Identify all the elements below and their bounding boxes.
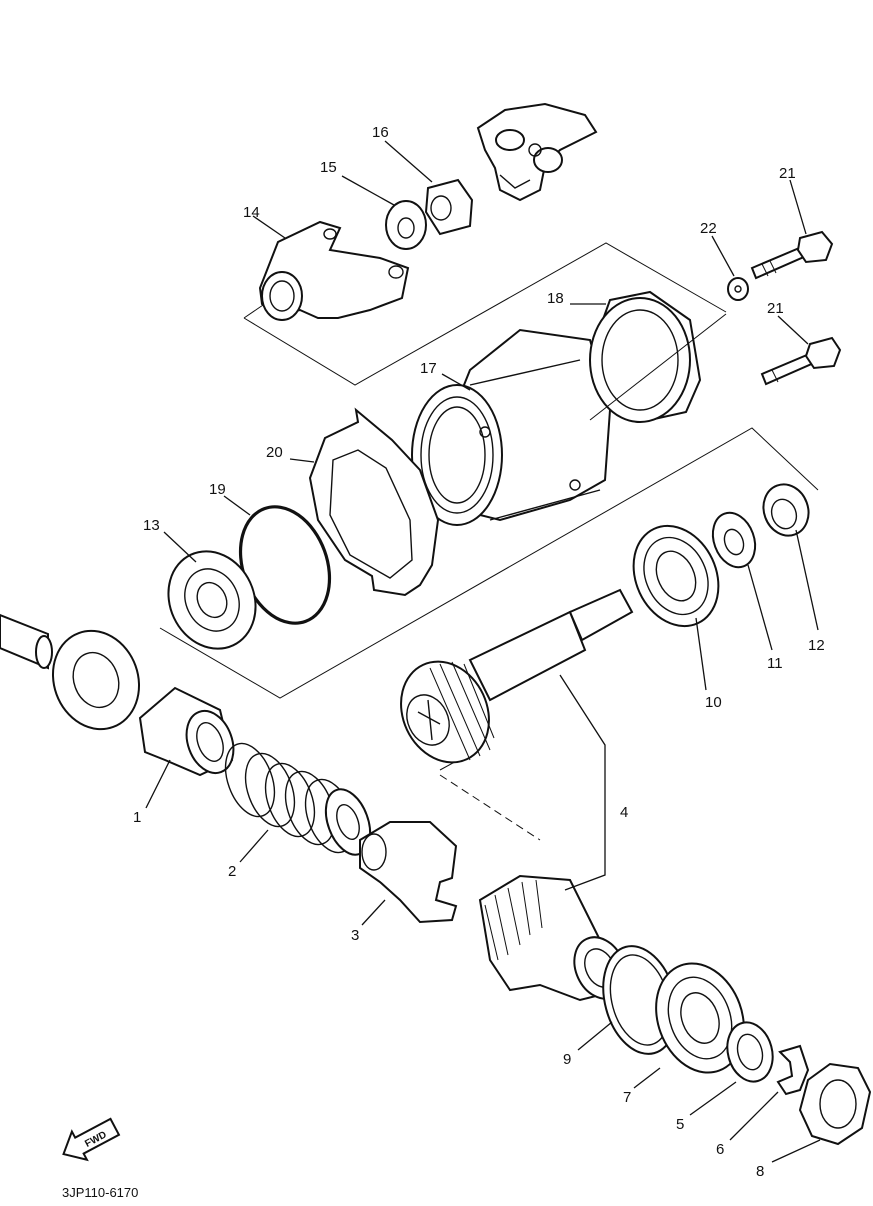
- callout-12: 12: [808, 637, 825, 654]
- part-7-bearing: [655, 962, 745, 1074]
- callout-14: 14: [243, 204, 260, 221]
- part-1-collar: [138, 686, 235, 777]
- callout-22: 22: [700, 220, 717, 237]
- callout-1: 1: [133, 809, 141, 826]
- callout-20: 20: [266, 444, 283, 461]
- callout-17: 17: [420, 360, 437, 377]
- part-4-pinion-shaft: [400, 588, 634, 764]
- part-10-bearing: [632, 524, 720, 628]
- leader-lines: [145, 140, 821, 1163]
- callout-21-upper: 21: [779, 165, 796, 182]
- part-17-housing: [411, 328, 612, 526]
- middle-group-frame: [159, 427, 819, 699]
- callout-8: 8: [756, 1163, 764, 1180]
- part-11-washer: [711, 511, 757, 569]
- callout-21-lower: 21: [767, 300, 784, 317]
- callout-10: 10: [705, 694, 722, 711]
- left-bearing: [51, 629, 141, 731]
- callout-2: 2: [228, 863, 236, 880]
- callout-7: 7: [623, 1089, 631, 1106]
- part-15-washer: [385, 200, 427, 250]
- left-shaft: [0, 613, 53, 670]
- part-3-yoke: [359, 821, 458, 924]
- part-20-shim: [308, 407, 440, 597]
- callout-labels: 1 2 3 4 5 6 7 8 9 10 11 12 13 14 15 16 1…: [133, 124, 825, 1180]
- callout-11: 11: [767, 655, 783, 672]
- part-18-bearing-housing: [589, 290, 727, 423]
- callout-19: 19: [209, 481, 226, 498]
- callout-3: 3: [351, 927, 359, 944]
- callout-15: 15: [320, 159, 337, 176]
- callout-6: 6: [716, 1141, 724, 1158]
- part-21-bolt-lower: [760, 336, 842, 386]
- part-13-bearing: [167, 550, 257, 650]
- part-5-washer: [726, 1021, 774, 1083]
- part-2-spring: [224, 742, 372, 856]
- callout-13: 13: [143, 517, 160, 534]
- part-21-bolt-upper: [750, 230, 834, 280]
- fwd-arrow-icon: FWD: [62, 1117, 121, 1162]
- part-12-seal: [762, 483, 810, 537]
- diagram-code: 3JP110-6170: [62, 1185, 138, 1200]
- part-16-nut: [424, 178, 474, 236]
- callout-9: 9: [563, 1051, 571, 1068]
- lower-group-frame: [439, 757, 541, 841]
- part-14-yoke: [258, 220, 410, 321]
- callout-16: 16: [372, 124, 389, 141]
- part-6-lock-washer: [776, 1044, 810, 1096]
- universal-joint: [476, 102, 598, 202]
- part-8-nut: [798, 1062, 872, 1146]
- callout-4: 4: [620, 804, 628, 821]
- callout-5: 5: [676, 1116, 684, 1133]
- callout-18: 18: [547, 290, 564, 307]
- part-22-washer: [727, 277, 749, 301]
